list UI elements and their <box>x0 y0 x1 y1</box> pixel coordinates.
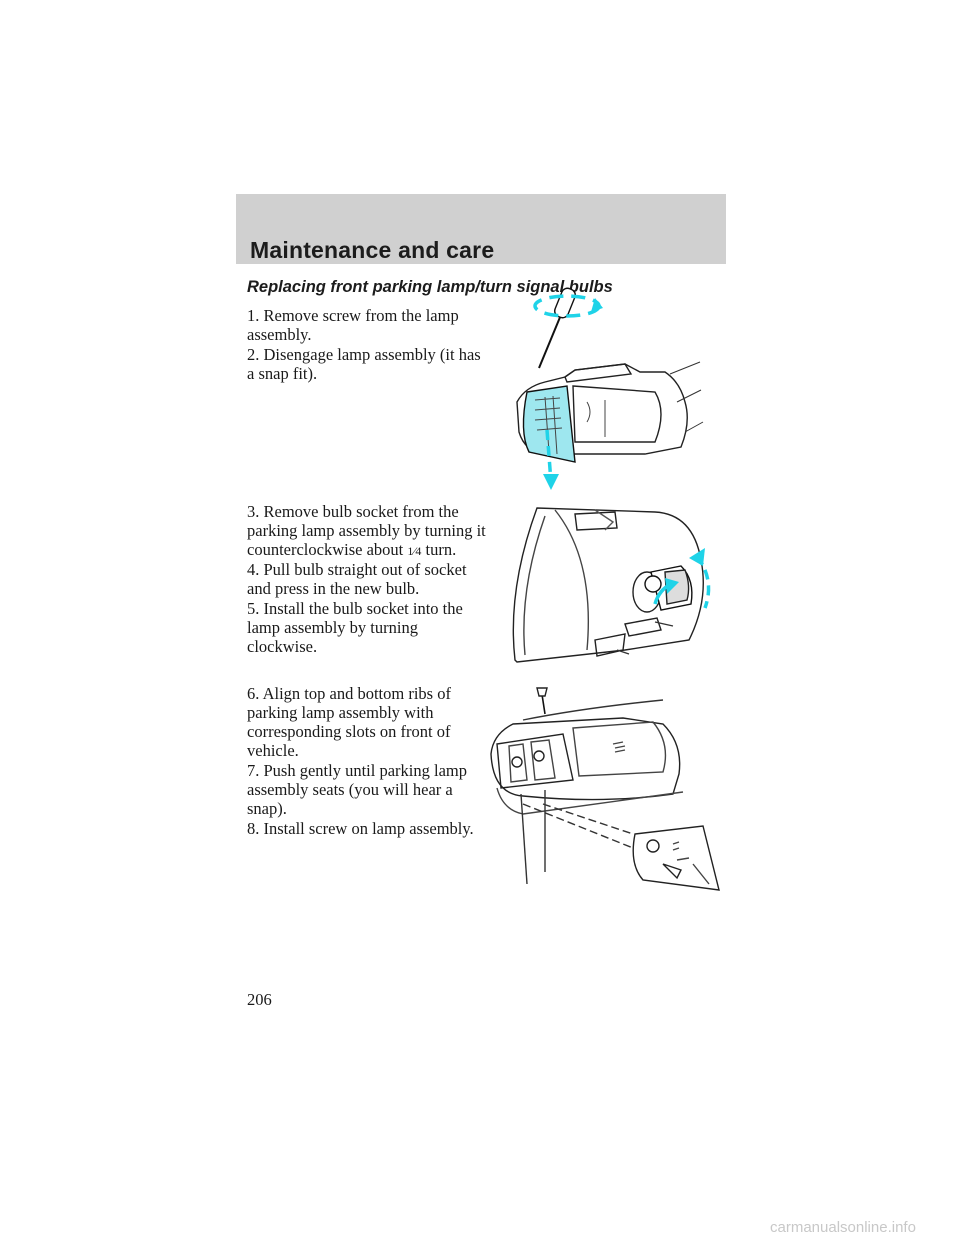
watermark: carmanualsonline.info <box>770 1219 916 1236</box>
step-1: 1. Remove screw from the lamp assembly. <box>247 306 459 344</box>
illustration-bulb-socket <box>505 500 725 666</box>
step-7: 7. Push gently until parking lamp assemb… <box>247 761 467 818</box>
header-band: Maintenance and care <box>236 194 726 264</box>
step-3-text: 3. Remove bulb socket from the parking l… <box>247 502 486 559</box>
step-6: 6. Align top and bottom ribs of parking … <box>247 684 451 760</box>
step-3-suffix: turn. <box>421 540 457 559</box>
page-header-title: Maintenance and care <box>250 237 495 263</box>
illustration-remove-screw <box>505 282 705 494</box>
step-8: 8. Install screw on lamp assembly. <box>247 819 474 838</box>
step-3: 3. Remove bulb socket from the parking l… <box>247 502 487 561</box>
page-number: 206 <box>247 990 272 1009</box>
step-3-fraction: 1⁄4 <box>407 544 422 558</box>
step-2: 2. Disengage lamp assembly (it has a sna… <box>247 345 481 383</box>
step-5: 5. Install the bulb socket into the lamp… <box>247 599 463 656</box>
section-title: Replacing front parking lamp/turn signal… <box>247 278 613 296</box>
step-4: 4. Pull bulb straight out of socket and … <box>247 560 467 598</box>
illustration-install-lamp <box>483 684 727 896</box>
